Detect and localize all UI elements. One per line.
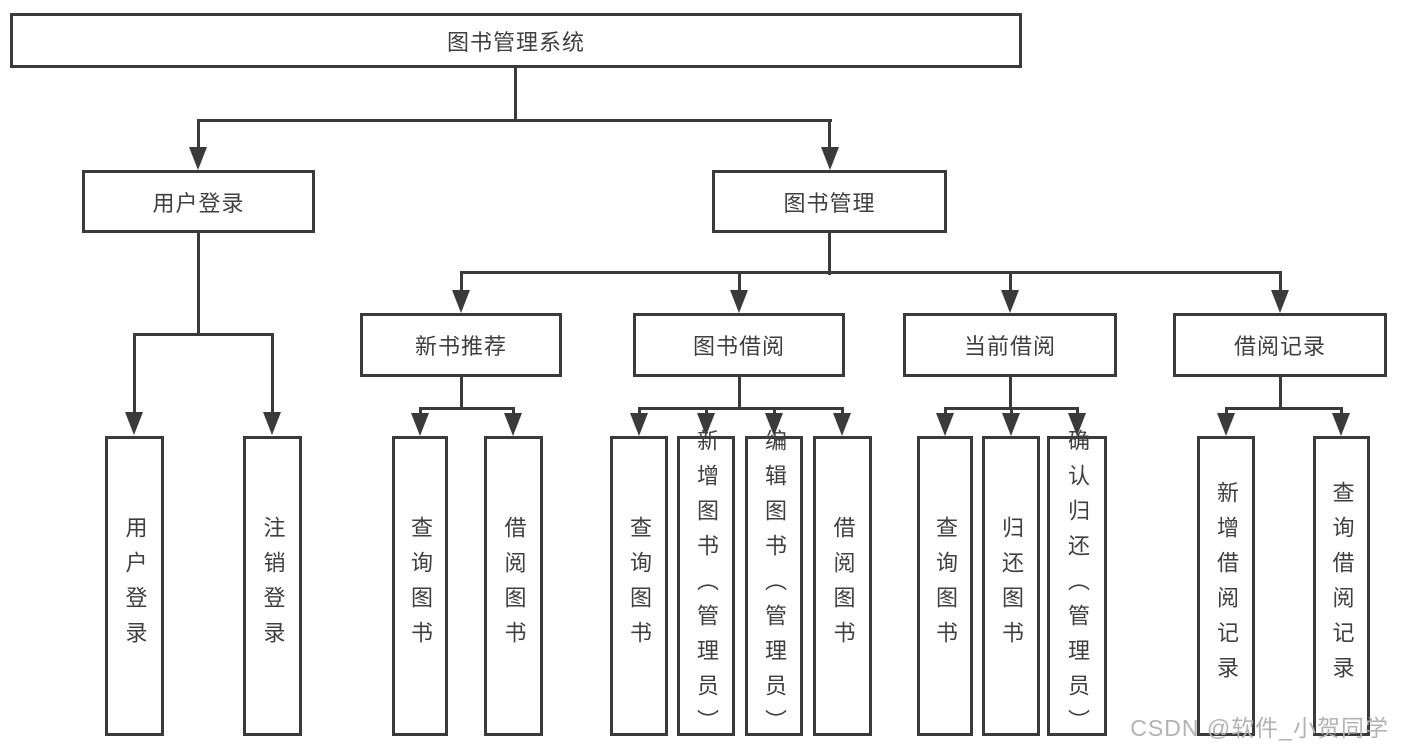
leaf-bb-query-books-label: 查询图书 [627,516,652,656]
arrowhead-bb-query [630,413,648,436]
connector-stem-user-login [197,119,200,148]
leaf-bb-borrow-books: 借阅图书 [813,436,872,736]
leaf-cb-query-books-label: 查询图书 [933,516,958,656]
connector-stem-bb-add [705,407,708,415]
leaf-br-query-record: 查询借阅记录 [1313,436,1370,736]
connector-g3-vline [1009,377,1012,410]
connector-stem-bb-borrow [841,407,844,415]
connector-l2-hline [460,271,1281,274]
leaf-user-login: 用户登录 [105,436,164,736]
leaf-bb-query-books: 查询图书 [610,436,668,736]
arrowhead-book-mgmt [821,147,839,170]
connector-stem-br-query [1340,407,1343,415]
arrowhead-nb-query [411,413,429,436]
connector-g4-hline [1225,407,1343,410]
connector-root-vline [514,68,517,120]
leaf-logout-label: 注销登录 [260,516,286,656]
node-user-login-label: 用户登录 [152,190,245,216]
leaf-cb-return-books: 归还图书 [982,436,1040,736]
connector-stem-br-add [1225,407,1228,415]
arrowhead-cb-query [936,413,954,436]
leaf-nb-query-books: 查询图书 [392,436,448,736]
leaf-nb-borrow-books-label: 借阅图书 [501,516,527,656]
leaf-bb-add-books: 新增图书（管理员） [677,429,735,744]
connector-g2-vline [738,377,741,410]
node-book-mgmt-label: 图书管理 [783,190,876,216]
arrowhead-bb-add [697,413,715,436]
arrowhead-book-borrow [730,290,748,313]
leaf-bb-add-books-label: 新增图书（管理员） [694,428,719,744]
connector-stem-cb-query [944,407,947,415]
leaf-br-add-record-label: 新增借阅记录 [1214,481,1239,691]
node-book-borrow: 图书借阅 [633,313,845,377]
connector-book-mgmt-vline [828,233,831,275]
leaf-user-login-label: 用户登录 [122,516,148,656]
connector-stem-nb-query [419,407,422,415]
leaf-cb-query-books: 查询图书 [917,436,973,736]
leaf-logout: 注销登录 [243,436,302,736]
arrowhead-cb-confirm [1068,413,1086,436]
connector-g1-hline [419,407,515,410]
connector-g1-vline [460,377,463,410]
arrowhead-bb-edit [765,413,783,436]
arrowhead-user-login [189,147,207,170]
leaf-bb-edit-books: 编辑图书（管理员） [745,429,803,744]
connector-stem-book-borrow [738,271,741,291]
connector-user-login-hline [133,333,274,336]
node-current-borrow: 当前借阅 [903,313,1117,377]
csdn-watermark: CSDN @软件_小贺同学 [1130,715,1389,741]
leaf-cb-confirm-return: 确认归还（管理员） [1047,429,1107,744]
arrowhead-current-borrow [1001,290,1019,313]
connector-stem-cb-confirm [1076,407,1079,415]
leaf-br-add-record: 新增借阅记录 [1197,436,1255,736]
connector-stem-borrow-records [1279,271,1282,291]
connector-stem-nb-borrow [512,407,515,415]
node-borrow-records: 借阅记录 [1173,313,1387,377]
connector-l1-hline [197,119,832,122]
connector-g2-hline [638,407,844,410]
connector-stem-book-mgmt [828,119,831,148]
arrowhead-new-book [452,290,470,313]
leaf-cb-confirm-return-label: 确认归还（管理员） [1065,428,1090,744]
arrowhead-borrow-records [1271,290,1289,313]
connector-user-login-vline [197,233,200,336]
node-new-book: 新书推荐 [360,313,562,377]
node-current-borrow-label: 当前借阅 [963,334,1056,359]
connector-g4-vline [1279,377,1282,410]
leaf-br-query-record-label: 查询借阅记录 [1329,481,1355,691]
arrowhead-bb-borrow [833,413,851,436]
arrowhead-leaf-user-login [125,412,143,435]
connector-stem-current-borrow [1009,271,1012,291]
leaf-bb-edit-books-label: 编辑图书（管理员） [762,428,787,744]
connector-stem-cb-return [1010,407,1013,415]
node-new-book-label: 新书推荐 [414,334,507,359]
connector-stem-leaf-logout [271,333,274,413]
arrowhead-br-query [1332,413,1350,436]
arrowhead-nb-borrow [504,413,522,436]
arrowhead-cb-return [1002,413,1020,436]
leaf-nb-query-books-label: 查询图书 [408,516,433,656]
node-library-system: 图书管理系统 [10,13,1022,68]
connector-stem-leaf-user-login [133,333,136,413]
node-borrow-records-label: 借阅记录 [1233,334,1326,359]
connector-stem-bb-edit [773,407,776,415]
leaf-bb-borrow-books-label: 借阅图书 [830,516,856,656]
arrowhead-br-add [1217,413,1235,436]
leaf-nb-borrow-books: 借阅图书 [484,436,543,736]
node-book-borrow-label: 图书借阅 [692,334,785,359]
connector-stem-new-book [460,271,463,291]
node-book-mgmt: 图书管理 [712,170,947,233]
arrowhead-leaf-logout [263,412,281,435]
connector-stem-bb-query [638,407,641,415]
node-library-system-label: 图书管理系统 [446,29,585,55]
leaf-cb-return-books-label: 归还图书 [999,516,1024,656]
node-user-login: 用户登录 [82,170,315,233]
